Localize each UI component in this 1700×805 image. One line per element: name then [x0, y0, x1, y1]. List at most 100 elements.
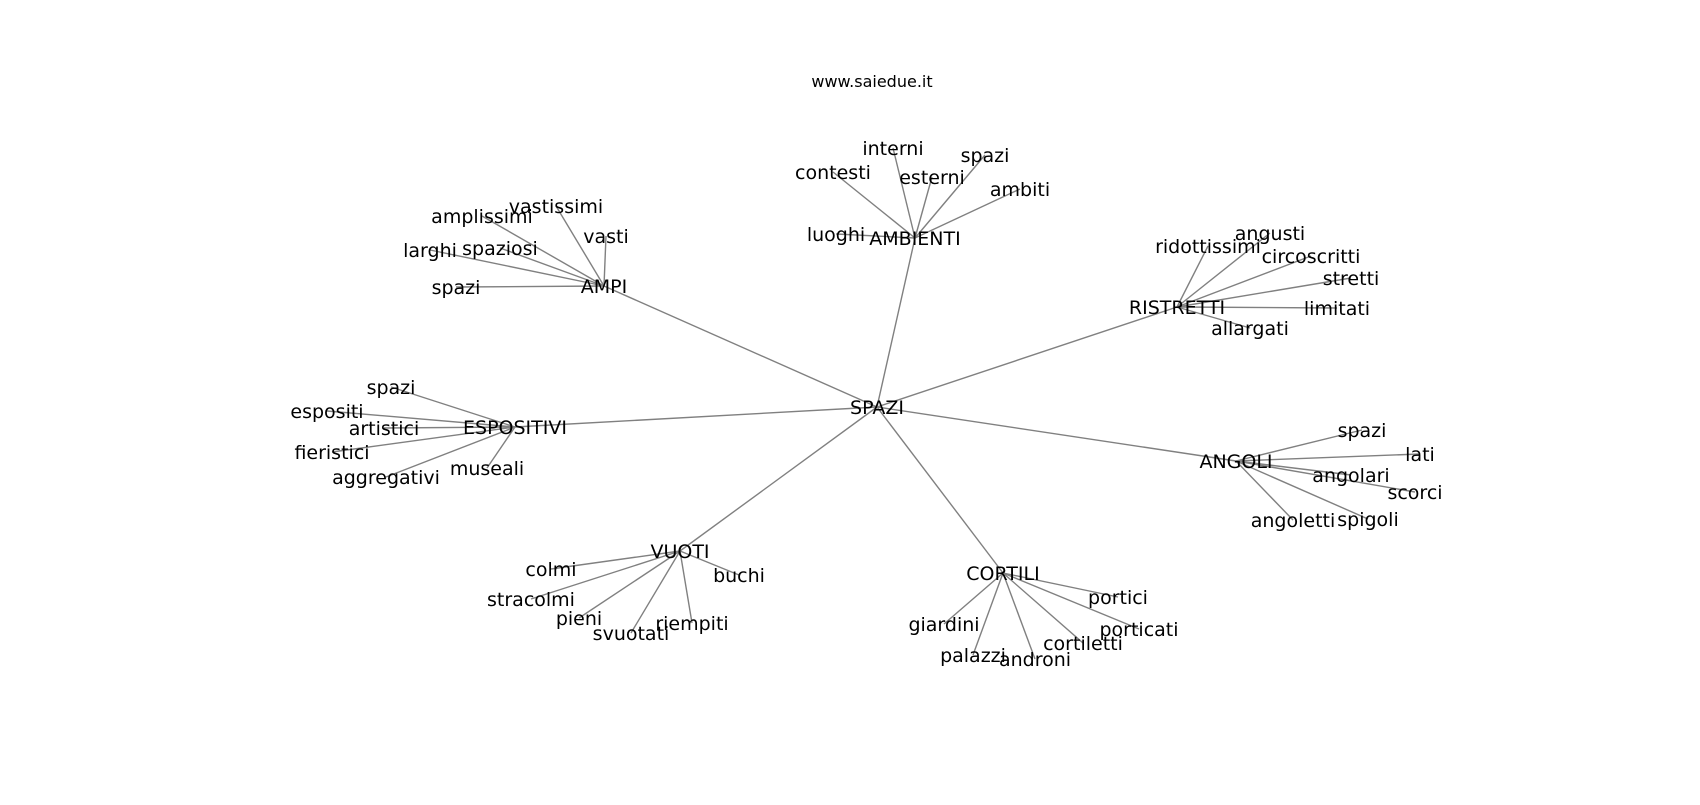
node-leaf-ambienti-esterni: esterni	[899, 167, 965, 189]
node-leaf-ampi-vastissimi: vastissimi	[509, 196, 603, 218]
edge-cortili-porticati	[1002, 572, 1140, 630]
watermark-text: www.saiedue.it	[811, 72, 932, 91]
edge-angoli-spazi	[1235, 429, 1363, 462]
node-leaf-ristretti-circoscritti: circoscritti	[1262, 246, 1361, 268]
edge-ristretti-angusti	[1176, 232, 1271, 308]
node-branch-espositivi: ESPOSITIVI	[463, 417, 567, 439]
node-leaf-ampi-amplissimi: amplissimi	[431, 206, 533, 228]
edge-ampi-amplissimi	[481, 215, 605, 287]
node-leaf-espositivi-espositi: espositi	[290, 401, 363, 423]
node-leaf-vuoti-riempiti: riempiti	[655, 613, 728, 635]
node-branch-ampi: AMPI	[581, 276, 627, 298]
node-leaf-espositivi-spazi: spazi	[367, 377, 416, 399]
node-leaf-cortili-androni: androni	[999, 649, 1071, 671]
node-leaf-angoli-scorci: scorci	[1387, 482, 1442, 504]
node-leaf-ambienti-contesti: contesti	[795, 162, 871, 184]
node-leaf-vuoti-stracolmi: stracolmi	[487, 589, 575, 611]
edge-ristretti-ridottissimi	[1176, 245, 1209, 308]
node-leaf-angoli-angolari: angolari	[1312, 465, 1389, 487]
edge-cortili-palazzi	[972, 572, 1004, 656]
edge-spazi-vuoti	[679, 406, 878, 552]
node-leaf-vuoti-colmi: colmi	[525, 559, 576, 581]
edge-spazi-ristretti	[876, 306, 1178, 408]
edge-vuoti-svuotati	[630, 550, 681, 634]
node-leaf-espositivi-artistici: artistici	[349, 418, 420, 440]
edge-spazi-espositivi	[514, 406, 878, 428]
node-leaf-ambienti-spazi: spazi	[961, 145, 1010, 167]
edge-ambienti-spazi	[914, 154, 986, 239]
node-leaf-cortili-porticati: porticati	[1099, 619, 1178, 641]
edge-cortili-cortiletti	[1002, 572, 1084, 644]
edge-vuoti-colmi	[550, 550, 681, 570]
edge-ampi-vasti	[603, 235, 607, 287]
node-branch-ristretti: RISTRETTI	[1129, 297, 1225, 319]
edge-ristretti-stretti	[1176, 277, 1352, 308]
edge-angoli-lati	[1235, 453, 1421, 462]
node-leaf-ambienti-interni: interni	[862, 138, 923, 160]
edge-vuoti-pieni	[578, 550, 681, 619]
edge-spazi-cortili	[876, 406, 1004, 574]
node-leaf-vuoti-buchi: buchi	[713, 565, 765, 587]
node-leaf-ristretti-stretti: stretti	[1323, 268, 1380, 290]
node-leaf-ampi-spazi: spazi	[432, 277, 481, 299]
node-leaf-ampi-vasti: vasti	[583, 226, 629, 248]
node-leaf-angoli-spigoli: spigoli	[1337, 509, 1398, 531]
edge-vuoti-riempiti	[679, 550, 693, 624]
node-leaf-cortili-giardini: giardini	[908, 614, 979, 636]
edge-espositivi-artistici	[383, 426, 516, 429]
edge-angoli-scorci	[1235, 460, 1416, 493]
node-leaf-cortili-portici: portici	[1088, 587, 1148, 609]
edge-vuoti-stracolmi	[530, 550, 681, 600]
node-leaf-ampi-spaziosi: spaziosi	[462, 238, 538, 260]
node-leaf-angoli-lati: lati	[1405, 444, 1435, 466]
node-leaf-ambienti-ambiti: ambiti	[990, 179, 1050, 201]
node-leaf-espositivi-aggregativi: aggregativi	[332, 467, 440, 489]
edge-ambienti-contesti	[832, 171, 916, 239]
node-leaf-ambienti-luoghi: luoghi	[807, 224, 865, 246]
edge-ambienti-luoghi	[835, 233, 916, 239]
node-leaf-ristretti-allargati: allargati	[1211, 318, 1289, 340]
edge-ampi-larghi	[429, 249, 605, 287]
edge-espositivi-aggregativi	[385, 426, 516, 478]
edge-cortili-androni	[1002, 572, 1036, 660]
node-leaf-ampi-larghi: larghi	[403, 240, 457, 262]
node-leaf-vuoti-svuotati: svuotati	[593, 623, 670, 645]
edge-ambienti-esterni	[914, 176, 933, 239]
node-leaf-cortili-palazzi: palazzi	[940, 645, 1006, 667]
node-branch-angoli: ANGOLI	[1199, 451, 1272, 473]
edge-angoli-angolari	[1235, 460, 1352, 476]
node-leaf-angoli-angoletti: angoletti	[1251, 510, 1336, 532]
edge-ampi-vastissimi	[555, 205, 605, 287]
node-leaf-angoli-spazi: spazi	[1338, 420, 1387, 442]
edge-angoli-angoletti	[1235, 460, 1294, 521]
edge-ambienti-interni	[892, 147, 916, 239]
edge-ristretti-circoscritti	[1176, 255, 1312, 308]
edge-espositivi-spazi	[390, 386, 516, 428]
edge-espositivi-espositi	[326, 410, 516, 428]
edge-ampi-spaziosi	[499, 247, 605, 287]
edge-cortili-portici	[1002, 572, 1119, 598]
edge-angoli-spigoli	[1235, 460, 1369, 520]
node-leaf-vuoti-pieni: pieni	[556, 608, 602, 630]
edges-layer	[326, 147, 1421, 660]
node-branch-vuoti: VUOTI	[650, 541, 709, 563]
node-leaf-espositivi-fieristici: fieristici	[294, 442, 369, 464]
edge-espositivi-museali	[486, 426, 516, 469]
edge-espositivi-fieristici	[331, 426, 516, 453]
edge-ampi-spazi	[455, 285, 605, 288]
edge-spazi-ambienti	[876, 237, 916, 408]
node-leaf-ristretti-limitati: limitati	[1304, 298, 1370, 320]
edge-spazi-ampi	[603, 285, 878, 408]
edge-cortili-giardini	[943, 572, 1004, 625]
edge-ristretti-limitati	[1176, 306, 1338, 309]
edge-vuoti-buchi	[679, 550, 740, 576]
node-leaf-ristretti-ridottissimi: ridottissimi	[1155, 236, 1261, 258]
edge-ristretti-allargati	[1176, 306, 1251, 329]
edge-spazi-angoli	[876, 406, 1237, 462]
node-branch-cortili: CORTILI	[966, 563, 1039, 585]
node-leaf-cortili-cortiletti: cortiletti	[1043, 633, 1123, 655]
node-leaf-ristretti-angusti: angusti	[1235, 223, 1305, 245]
